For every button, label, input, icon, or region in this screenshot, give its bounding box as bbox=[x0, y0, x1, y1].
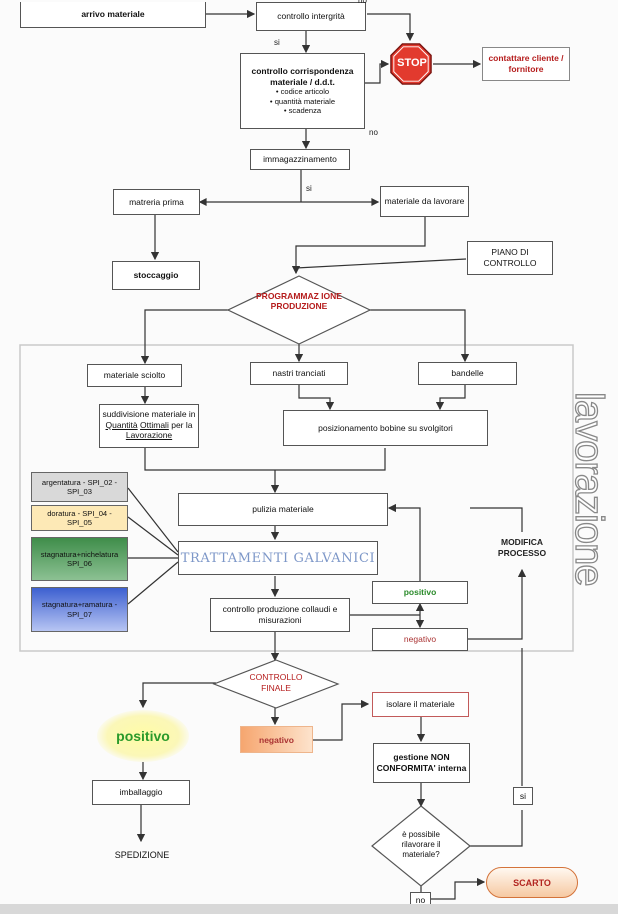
arrivo-materiale-node: arrivo materiale bbox=[20, 2, 206, 28]
imballaggio-node: imballaggio bbox=[92, 780, 190, 805]
corrispondenza-title: controllo corrispondenza materiale / d.d… bbox=[251, 66, 354, 87]
isolare-node: isolare il materiale bbox=[372, 692, 469, 717]
positivo-result: positivo bbox=[97, 710, 189, 762]
rilavorare-diamond bbox=[371, 805, 471, 887]
suddivisione-node: suddivisione materiale in Quantità Ottim… bbox=[99, 404, 199, 448]
modifica-processo-label: MODIFICA PROCESSO bbox=[492, 537, 552, 559]
stop-sign-icon bbox=[390, 43, 432, 85]
bandelle-node: bandelle bbox=[418, 362, 517, 385]
controllo-finale-label: CONTROLLO FINALE bbox=[249, 672, 303, 693]
pulizia-node: pulizia materiale bbox=[178, 493, 388, 526]
programmazione-diamond bbox=[226, 275, 372, 345]
suddivisione-text-4: per la bbox=[171, 419, 193, 430]
lavorazione-vertical-label: lavorazione bbox=[566, 391, 611, 586]
posizionamento-node: posizionamento bobine su svolgitori bbox=[283, 410, 488, 446]
trattamenti-galvanici-node: TRATTAMENTI GALVANICI bbox=[178, 541, 378, 575]
edge-label-no: no bbox=[358, 0, 367, 5]
stagnatura-nichelatura-node: stagnatura+nichelatura SPI_06 bbox=[31, 537, 128, 581]
si-box: si bbox=[513, 787, 533, 805]
nastri-tranciati-node: nastri tranciati bbox=[250, 362, 348, 385]
controllo-produzione-node: controllo produzione collaudi e misurazi… bbox=[210, 598, 350, 632]
scarto-node: SCARTO bbox=[486, 867, 578, 898]
lavorazione-region bbox=[19, 344, 574, 652]
corrispondenza-item-1: • codice articolo bbox=[275, 87, 330, 97]
stagnatura-ramatura-node: stagnatura+ramatura - SPI_07 bbox=[31, 587, 128, 632]
doratura-node: doratura - SPI_04 - SPI_05 bbox=[31, 505, 128, 531]
positivo-small-node: positivo bbox=[372, 581, 468, 604]
controllo-integrita-node: controllo intergrità bbox=[256, 2, 366, 31]
argentatura-node: argentatura - SPI_02 - SPI_03 bbox=[31, 472, 128, 502]
stop-label: STOP bbox=[397, 57, 427, 69]
spedizione-label: SPEDIZIONE bbox=[114, 850, 170, 860]
rilavorare-label: è possibile rilavorare il materiale? bbox=[401, 830, 441, 859]
edge-label-si: si bbox=[274, 38, 280, 47]
materiale-da-lavorare-node: materiale da lavorare bbox=[380, 186, 469, 217]
gestione-nc-node: gestione NON CONFORMITA' interna bbox=[373, 743, 470, 783]
edge-label-no-2: no bbox=[369, 128, 378, 137]
corrispondenza-item-3: • scadenza bbox=[283, 106, 322, 116]
negativo-result: negativo bbox=[240, 726, 313, 753]
piano-controllo-node: PIANO DI CONTROLLO bbox=[467, 241, 553, 275]
materia-prima-node: matreria prima bbox=[113, 189, 200, 215]
stoccaggio-node: stoccaggio bbox=[112, 261, 200, 290]
contattare-node: contattare cliente / fornitore bbox=[482, 47, 570, 81]
edge-label-si-2: si bbox=[306, 184, 312, 193]
corrispondenza-item-2: • quantità materiale bbox=[269, 96, 336, 106]
suddivisione-text-3: Ottimali bbox=[140, 419, 169, 430]
materiale-sciolto-node: materiale sciolto bbox=[87, 364, 182, 387]
bottom-scroll-edge bbox=[0, 904, 618, 914]
immagazzinamento-node: immagazzinamento bbox=[250, 149, 350, 170]
suddivisione-text-5: Lavorazione bbox=[125, 430, 173, 441]
svg-text:lavorazione: lavorazione bbox=[567, 392, 611, 586]
controllo-finale-diamond bbox=[212, 659, 340, 709]
suddivisione-text-1: suddivisione materiale in bbox=[102, 409, 196, 419]
controllo-corrispondenza-node: controllo corrispondenza materiale / d.d… bbox=[240, 53, 365, 129]
suddivisione-text-2: Quantità bbox=[105, 419, 138, 430]
negativo-small-node: negativo bbox=[372, 628, 468, 651]
programmazione-label: PROGRAMMAZ IONE PRODUZIONE bbox=[256, 291, 342, 312]
